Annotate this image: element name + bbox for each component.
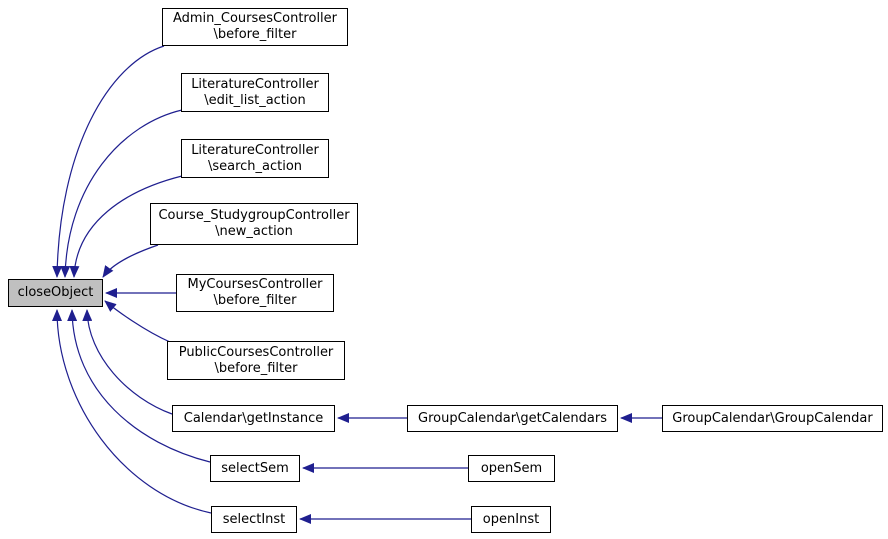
node-label: \before_filter	[214, 360, 298, 376]
node-opensem[interactable]: openSem	[468, 455, 555, 482]
node-label: openSem	[480, 460, 543, 476]
node-admin-courses-before-filter[interactable]: Admin_CoursesController\before_filter	[162, 8, 348, 46]
node-selectinst[interactable]: selectInst	[211, 506, 297, 533]
node-selectsem[interactable]: selectSem	[210, 455, 300, 482]
node-groupcalendar-groupcalendar[interactable]: GroupCalendar\GroupCalendar	[662, 405, 883, 432]
node-label: MyCoursesController	[187, 277, 323, 292]
node-groupcalendar-getcalendars[interactable]: GroupCalendar\getCalendars	[407, 405, 618, 432]
node-calendar-getinstance[interactable]: Calendar\getInstance	[172, 405, 335, 432]
node-label: LiteratureController	[191, 76, 319, 92]
edge-literature-edit-list-action-to-close-object	[60, 109, 183, 278]
node-label: closeObject	[17, 285, 94, 300]
node-label: \before_filter	[213, 27, 297, 42]
node-publiccourses-before-filter[interactable]: PublicCoursesController\before_filter	[167, 341, 345, 380]
edge-publiccourses-before-filter-to-close-object	[104, 300, 171, 343]
edge-calendar-getinstance-to-close-object	[82, 309, 173, 415]
node-openinst[interactable]: openInst	[471, 506, 551, 533]
edge-selectsem-to-close-object	[67, 309, 211, 463]
node-label: \before_filter	[213, 293, 297, 308]
node-label: selectInst	[222, 511, 286, 527]
node-label: selectSem	[221, 460, 289, 476]
node-label: GroupCalendar\getCalendars	[418, 410, 607, 426]
node-literature-search-action[interactable]: LiteratureController\search_action	[181, 139, 329, 178]
edge-literature-search-action-to-close-object	[69, 175, 183, 278]
node-label: \edit_list_action	[204, 92, 306, 108]
node-label: Calendar\getInstance	[183, 410, 324, 426]
node-literature-edit-list-action[interactable]: LiteratureController\edit_list_action	[181, 73, 329, 112]
edge-selectinst-to-close-object	[52, 309, 212, 514]
node-label: openInst	[482, 511, 540, 527]
edge-admin-courses-before-filter-to-close-object	[52, 45, 165, 278]
node-mycourses-before-filter[interactable]: MyCoursesController\before_filter	[176, 274, 334, 312]
node-label: GroupCalendar\GroupCalendar	[672, 410, 873, 426]
edge-course-studygroup-new-action-to-close-object	[102, 244, 159, 278]
node-label: \new_action	[215, 224, 293, 239]
node-label: LiteratureController	[191, 142, 319, 158]
node-close-object[interactable]: closeObject	[8, 279, 103, 307]
node-label: \search_action	[207, 158, 303, 174]
node-label: Admin_CoursesController	[172, 11, 338, 26]
node-label: PublicCoursesController	[178, 344, 334, 360]
node-label: Course_StudygroupController	[158, 208, 350, 223]
node-course-studygroup-new-action[interactable]: Course_StudygroupController\new_action	[150, 203, 358, 245]
